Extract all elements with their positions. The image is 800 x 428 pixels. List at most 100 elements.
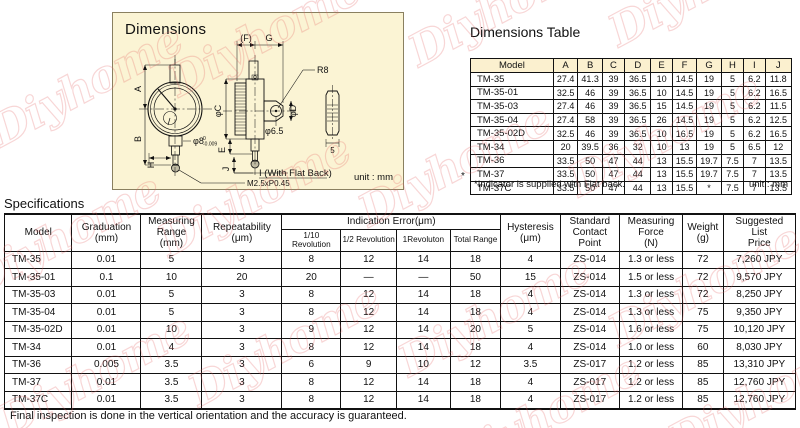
spec-cell-value: 3 (201, 320, 283, 340)
spec-cell-value: 85 (682, 373, 724, 392)
dim-cell-value: 19 (696, 139, 722, 155)
spec-col-measuring-range-l2: Range (156, 227, 187, 239)
spec-cell-value: 12 (340, 338, 398, 357)
dim-col-c: C (601, 58, 626, 73)
dim-cell-value: 39 (601, 112, 626, 128)
dim-cell-value: 14.5 (671, 85, 698, 101)
spec-cell-value: ZS-014 (559, 338, 620, 357)
spec-cell-value: 8 (281, 285, 342, 305)
figure-label-a: A (133, 86, 143, 92)
dim-cell-value: 10 (650, 139, 673, 155)
dim-cell-value: 13 (650, 180, 673, 196)
spec-cell-value: 12 (340, 303, 398, 322)
spec-cell-value: 4 (500, 373, 561, 392)
spec-cell-value: 18 (449, 285, 502, 305)
spec-cell-value: 12 (340, 285, 398, 305)
spec-cell-value: 3.5 (140, 355, 203, 375)
spec-cell-value: 50 (449, 268, 502, 287)
spec-col-tenth-revolution: 1/10 Revolution (281, 228, 342, 252)
spec-cell-value: ZS-014 (559, 250, 620, 270)
spec-cell-value: 18 (449, 373, 502, 392)
dim-cell-value: * (696, 180, 722, 196)
specifications-caption: Specifications (4, 196, 85, 211)
spec-cell-value: 12 (340, 373, 398, 392)
dim-cell-value: 46 (577, 126, 603, 141)
spec-cell-value: 12,760 JPY (722, 390, 797, 411)
spec-col-measuring-range: Measuring Range (mm) (140, 212, 203, 252)
spec-cell-value: 5 (140, 285, 203, 305)
spec-cell-value: 13,310 JPY (722, 355, 797, 375)
spec-cell-model: TM-35 (3, 250, 73, 270)
figure-label-phi-d: φD (288, 104, 298, 117)
spec-cell-model: TM-36 (3, 355, 73, 375)
dim-cell-value: 16.5 (671, 126, 698, 141)
dim-cell-value: 15.5 (671, 167, 698, 182)
spec-cell-value: 9,570 JPY (722, 268, 797, 287)
spec-cell-value: 1.2 or less (618, 373, 684, 392)
spec-cell-value: 3 (201, 250, 283, 270)
spec-col-contact-l3: Point (578, 238, 602, 250)
watermark-text: Diyhome (600, 0, 800, 58)
spec-cell-value: 0.01 (71, 250, 142, 270)
dim-cell-value: 19.7 (696, 167, 722, 182)
spec-col-price-l3: Price (747, 238, 771, 250)
spec-col-price-l2: List (751, 227, 768, 239)
dim-cell-value: 11.8 (764, 72, 793, 87)
dim-cell-value: 13.5 (764, 180, 793, 196)
spec-cell-value: 60 (682, 338, 724, 357)
spec-cell-value: 5 (500, 320, 561, 340)
dim-cell-value: 10 (650, 126, 673, 141)
spec-cell-value: 3 (201, 355, 283, 375)
spec-cell-value: 8 (281, 338, 342, 357)
spec-col-price-l1: Suggested (735, 216, 784, 227)
dim-cell-value: 14.5 (671, 99, 698, 114)
spec-cell-value: 3.5 (140, 373, 203, 392)
spec-cell-value: 5 (140, 303, 203, 322)
dim-col-j: J (764, 58, 793, 73)
spec-cell-value: 18 (449, 390, 502, 411)
dim-cell-value: 36.5 (624, 72, 652, 87)
dim-cell-value: 39 (601, 85, 626, 101)
spec-cell-value: 1.3 or less (618, 303, 684, 322)
figure-label-h: H (146, 162, 156, 169)
figure-label-g: G (265, 33, 272, 43)
spec-cell-value: 9 (281, 320, 342, 340)
dim-cell-value: 36 (601, 139, 626, 155)
dim-cell-value: 11.5 (764, 99, 793, 114)
spec-cell-value: 9,350 JPY (722, 303, 797, 322)
dim-cell-model: TM-35-01 (470, 85, 554, 101)
spec-cell-value: 4 (500, 285, 561, 305)
dim-cell-value: 15.5 (671, 153, 698, 169)
spec-cell-model: TM-37C (3, 390, 73, 411)
spec-cell-value: 72 (682, 285, 724, 305)
dim-cell-value: 19 (696, 72, 722, 87)
spec-cell-value: 18 (449, 303, 502, 322)
dim-cell-value: 20 (552, 139, 579, 155)
dim-cell-value: 10 (650, 72, 673, 87)
dim-cell-value: 27.4 (552, 72, 579, 87)
spec-col-weight-l1: Weight (687, 221, 719, 233)
dim-cell-model: TM-35-04 (470, 112, 554, 128)
dimensions-table-footnote: *Indicator is supplied with Flat back. (474, 179, 626, 190)
figure-label-bore-tol-upper: 0 (203, 136, 206, 142)
spec-cell-value: 85 (682, 355, 724, 375)
dim-cell-value: 19 (696, 99, 722, 114)
dim-cell-value: 13 (650, 153, 673, 169)
spec-cell-value: 0.01 (71, 390, 142, 411)
dim-cell-value: 6.2 (743, 85, 766, 101)
spec-cell-value: ZS-017 (559, 390, 620, 411)
spec-cell-value: 75 (682, 320, 724, 340)
dim-cell-value: 44 (624, 180, 652, 196)
dim-cell-value: 13 (671, 139, 698, 155)
dim-cell-value: 33.5 (552, 180, 579, 196)
dim-cell-value: 39 (601, 126, 626, 141)
dim-cell-value: 19 (696, 126, 722, 141)
